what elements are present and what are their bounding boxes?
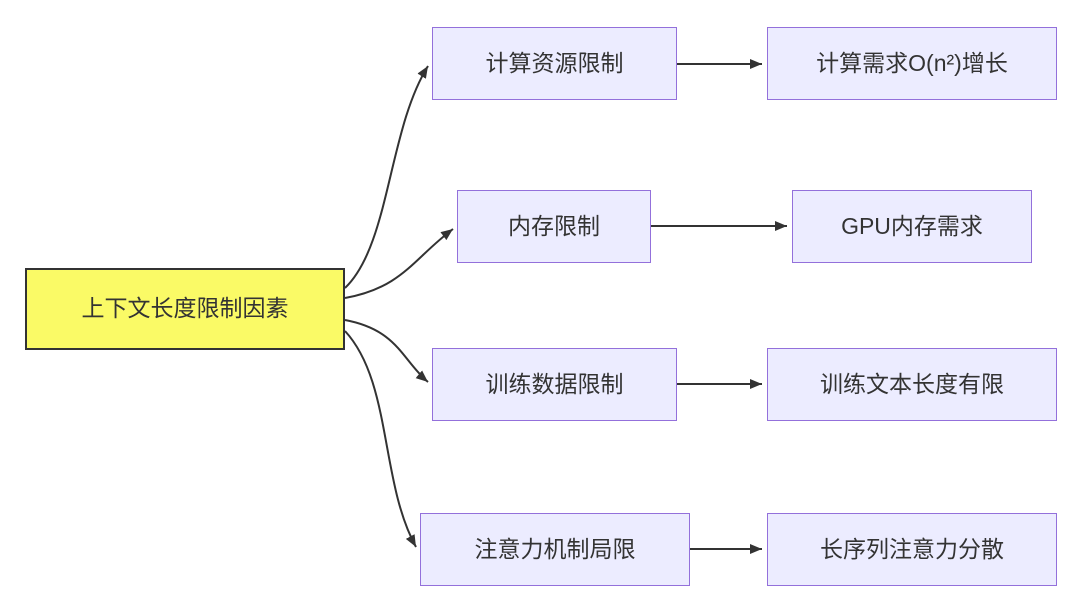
edge-root-to-factor-1: [344, 228, 454, 299]
node-factor-3: 注意力机制局限: [420, 513, 690, 586]
node-consequence-3-label: 长序列注意力分散: [820, 535, 1004, 562]
edge-root-to-factor-2: [344, 319, 429, 383]
node-consequence-2: 训练文本长度有限: [767, 348, 1057, 421]
node-factor-2-label: 训练数据限制: [485, 370, 624, 397]
edge-root-to-factor-3: [344, 330, 417, 548]
node-consequence-1: GPU内存需求: [792, 190, 1032, 263]
edge-root-to-factor-0: [344, 65, 429, 289]
node-factor-1: 内存限制: [457, 190, 651, 263]
node-root: 上下文长度限制因素: [25, 268, 345, 350]
node-factor-3-label: 注意力机制局限: [474, 535, 636, 562]
node-consequence-3: 长序列注意力分散: [767, 513, 1057, 586]
node-consequence-0: 计算需求O(n²)增长: [767, 27, 1057, 100]
node-factor-2: 训练数据限制: [432, 348, 677, 421]
node-factor-1-label: 内存限制: [508, 212, 600, 239]
node-consequence-0-label: 计算需求O(n²)增长: [816, 49, 1008, 76]
node-consequence-1-label: GPU内存需求: [841, 212, 983, 239]
node-factor-0: 计算资源限制: [432, 27, 677, 100]
node-consequence-2-label: 训练文本长度有限: [820, 370, 1004, 397]
node-factor-0-label: 计算资源限制: [485, 49, 624, 76]
node-root-label: 上下文长度限制因素: [81, 295, 289, 322]
